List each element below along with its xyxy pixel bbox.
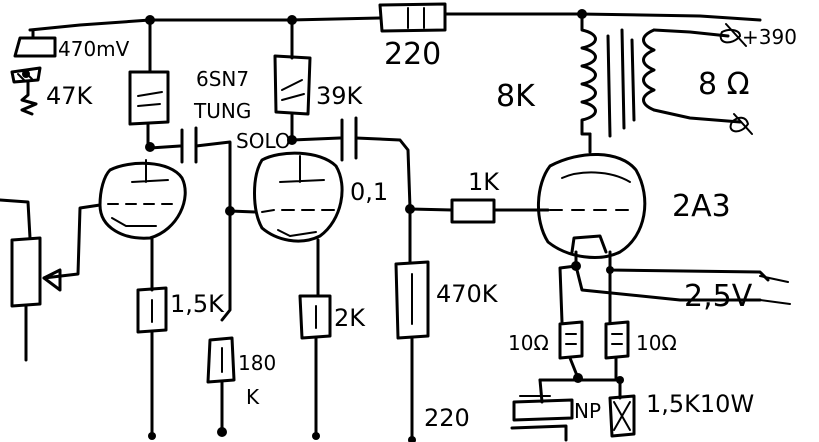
label-470mv: 470mV [58,37,130,61]
label-tube1-solo: SOLO [236,129,291,153]
tube-1 [42,159,187,292]
res-10ohm-b [604,320,630,380]
cap-470mv [13,28,57,58]
label-220-top: 220 [384,37,441,72]
res-2k [298,294,332,434]
label-220-bypass: 220 [424,404,470,432]
label-10-ohm-b: 10Ω [636,331,677,355]
tube-2 [228,151,344,298]
label-180-k: K [246,385,260,409]
label-b-plus-390: +390 [742,25,797,49]
res-1-5k-10w [608,394,636,438]
label-1-5k-10w: 1,5K10W [646,390,754,418]
res-1k [408,198,550,224]
coupling-cap-1 [145,126,235,216]
tube-2a3 [537,132,647,259]
volume-pot [0,198,62,362]
label-10-ohm-a: 10Ω [508,331,549,355]
label-tube1-6sn7: 6SN7 [196,67,249,91]
label-2-5v: 2,5V [684,279,753,314]
label-0-1: 0,1 [350,178,388,206]
label-1k: 1K [468,168,500,196]
top-rail [28,12,762,32]
plate-resistor-tube1 [128,15,170,150]
label-470k: 470K [436,280,499,308]
label-tube1-tung: TUNG [193,99,251,123]
label-2k: 2K [334,304,366,332]
output-transformer [577,9,753,138]
cap-220-bypass [510,395,574,442]
ground-dots [22,70,416,442]
label-8-ohm: 8 Ω [698,67,750,102]
label-180: 180 [238,351,276,375]
label-2a3: 2A3 [672,189,731,224]
label-1-5k: 1,5K [170,290,225,318]
heater-wiring [558,250,791,324]
resistor-220-top [378,2,447,33]
coupling-cap-01 [287,116,415,214]
res-1-5k-cathode [136,286,168,438]
label-np: NP [574,399,601,423]
label-8k: 8K [496,79,536,114]
label-47k: 47K [46,82,94,110]
res-470k [394,207,430,442]
res-180k [206,209,236,430]
plate-resistor-39k [273,15,312,142]
res-10ohm-a [558,320,584,380]
label-39k: 39K [316,82,364,110]
cathode-node [538,373,624,404]
